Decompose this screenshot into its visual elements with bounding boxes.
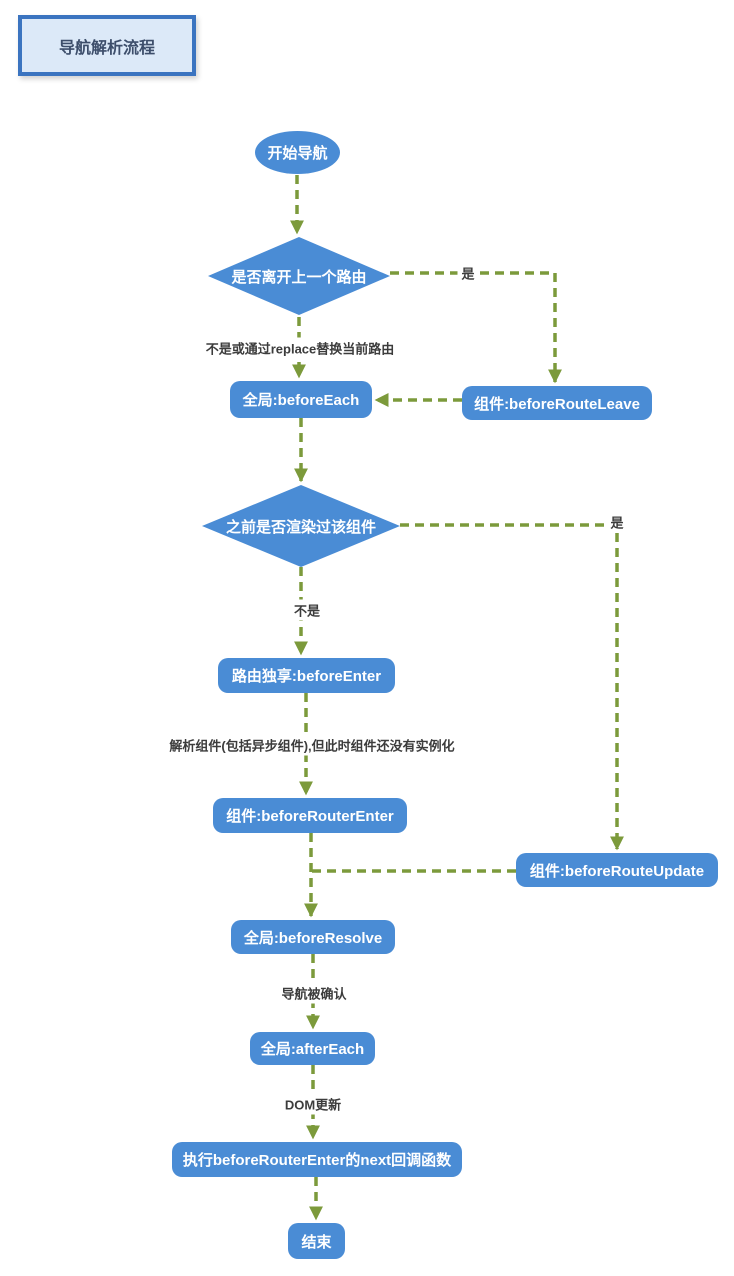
edge-label-dom-update: DOM更新	[280, 1093, 346, 1115]
node-component-beforerouterenter: 组件:beforeRouterEnter	[213, 798, 407, 833]
node-component-beforerouteupdate: 组件:beforeRouteUpdate	[516, 853, 718, 887]
edge-decision-rendered-yes-to-routeupdate	[400, 523, 624, 851]
node-execute-next-callback: 执行beforeRouterEnter的next回调函数	[172, 1142, 462, 1177]
edge-decision-leave-yes-to-routeleave	[390, 271, 562, 384]
edge-label-leave-yes: 是	[457, 262, 479, 284]
node-route-beforeenter: 路由独享:beforeEnter	[218, 658, 395, 693]
node-global-aftereach: 全局:afterEach	[250, 1032, 375, 1065]
node-start: 开始导航	[255, 131, 340, 174]
node-global-beforeresolve: 全局:beforeResolve	[231, 920, 395, 954]
node-end: 结束	[288, 1223, 345, 1259]
flowchart-title: 导航解析流程	[18, 15, 196, 76]
node-global-beforeeach: 全局:beforeEach	[230, 381, 372, 418]
node-component-beforerouteleave: 组件:beforeRouteLeave	[462, 386, 652, 420]
edge-label-navigation-confirmed: 导航被确认	[277, 982, 351, 1004]
edge-label-rendered-no: 不是	[289, 599, 325, 621]
edge-label-rendered-yes: 是	[606, 511, 628, 533]
edge-label-resolve-note: 解析组件(包括异步组件),但此时组件还没有实例化	[165, 734, 459, 756]
edge-label-leave-no: 不是或通过replace替换当前路由	[201, 337, 399, 359]
